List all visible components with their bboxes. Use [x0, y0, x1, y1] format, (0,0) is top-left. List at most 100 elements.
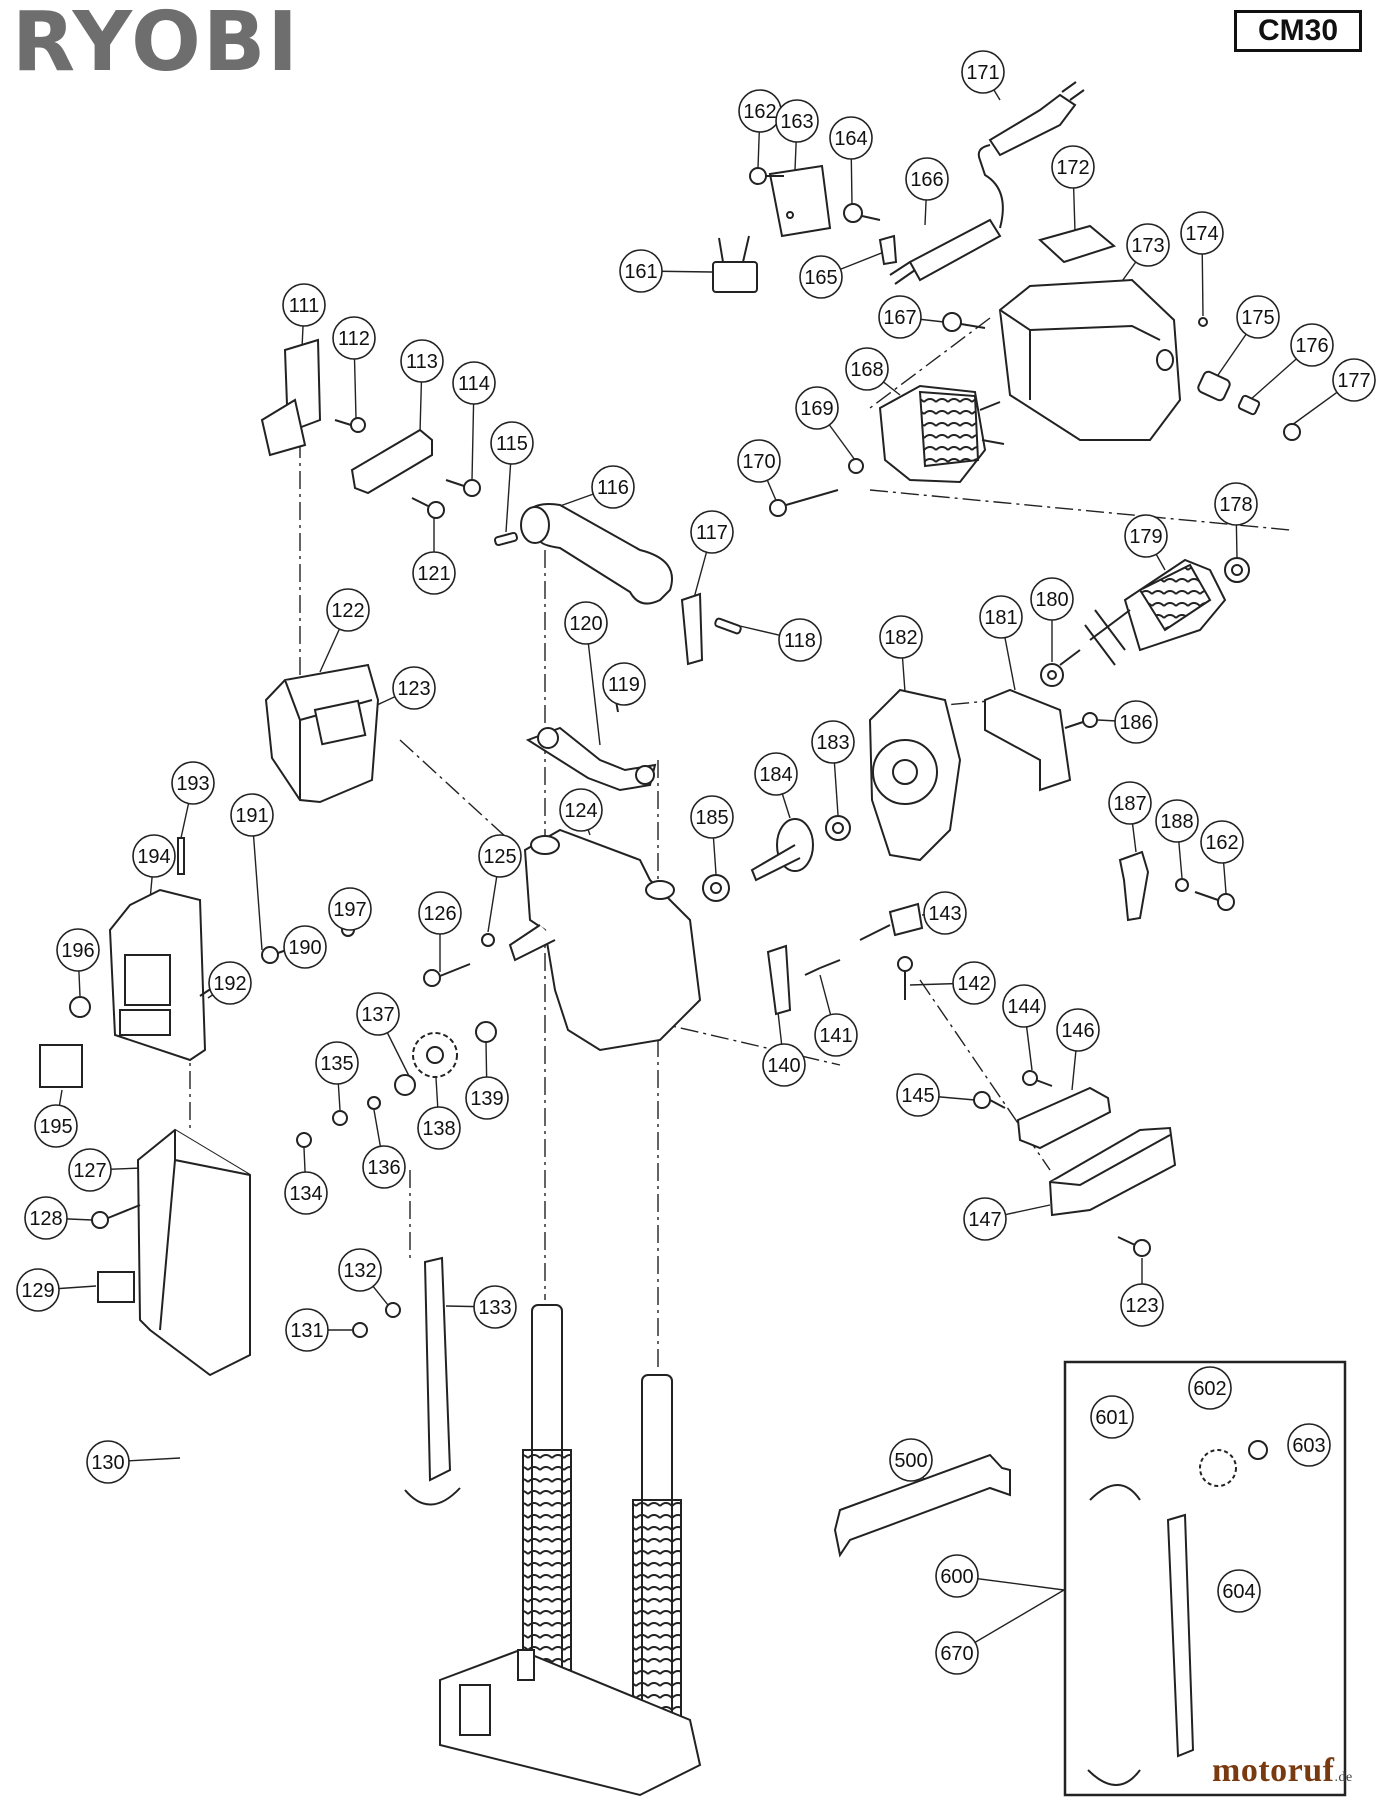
callout-circle [1287, 1423, 1331, 1467]
switch-box-part [264, 663, 380, 804]
callout-circle [1188, 1366, 1232, 1410]
part-number: 170 [742, 451, 775, 473]
callout-circle [879, 615, 923, 659]
part-number: 133 [478, 1297, 511, 1319]
latch-part [1118, 850, 1150, 922]
part-number: 176 [1295, 335, 1328, 357]
assembly-axis-line [399, 739, 521, 851]
callout-circle [935, 1554, 979, 1598]
callout-circle [762, 1043, 806, 1087]
callout-circle [1126, 223, 1170, 267]
callout-circle [878, 295, 922, 339]
part-callout: 136 [362, 1145, 406, 1189]
assembly-axis-line [869, 489, 1291, 531]
bearing-part [825, 815, 851, 841]
part-callout: 181 [979, 595, 1023, 639]
part-drawings [39, 81, 1347, 1797]
part-number: 122 [331, 600, 364, 622]
knob-part [69, 996, 91, 1018]
callout-circle [1056, 1008, 1100, 1052]
part-number: 112 [338, 328, 370, 350]
part-number: 178 [1219, 494, 1252, 516]
callout-circle [328, 887, 372, 931]
part-callout: 187 [1108, 781, 1152, 825]
callout-circle [24, 1196, 68, 1240]
callout-circle [602, 662, 646, 706]
part-callout: 133 [473, 1285, 517, 1329]
part-callout: 129 [16, 1268, 60, 1312]
part-number: 500 [894, 1450, 927, 1472]
part-callout: 167 [878, 295, 922, 339]
part-number: 187 [1113, 793, 1146, 815]
part-callout: 119 [602, 662, 646, 706]
part-number: 162 [1205, 832, 1238, 854]
bearing-part [702, 874, 730, 902]
part-callout: 123 [1120, 1283, 1164, 1327]
part-number: 147 [968, 1209, 1001, 1231]
callout-circle [400, 339, 444, 383]
part-number: 134 [289, 1183, 322, 1205]
part-number: 136 [367, 1157, 400, 1179]
part-callout: 601 [1090, 1395, 1134, 1439]
callout-circle [282, 283, 326, 327]
part-number: 190 [288, 937, 321, 959]
part-callout: 185 [690, 795, 734, 839]
part-number: 115 [496, 433, 528, 455]
part-number: 603 [1292, 1435, 1325, 1457]
part-callout: 117 [690, 510, 734, 554]
part-callout: 137 [356, 992, 400, 1036]
part-callout: 118 [778, 618, 822, 662]
part-callout: 146 [1056, 1008, 1100, 1052]
part-callout: 174 [1180, 211, 1224, 255]
label-part [1037, 224, 1117, 264]
wrench-part [833, 1453, 1011, 1558]
part-callout: 179 [1124, 514, 1168, 558]
part-number: 164 [834, 128, 867, 150]
callout-circle [1051, 145, 1095, 189]
callout-circle [452, 361, 496, 405]
callout-circle [952, 961, 996, 1005]
gear-part [1199, 1449, 1237, 1487]
callout-circle [961, 50, 1005, 94]
part-callout: 190 [283, 925, 327, 969]
part-number: 194 [137, 846, 170, 868]
part-number: 165 [804, 267, 837, 289]
part-number: 146 [1061, 1020, 1094, 1042]
part-callout: 176 [1290, 323, 1334, 367]
screw-part [334, 417, 366, 433]
callout-circle [737, 439, 781, 483]
part-number: 167 [883, 307, 916, 329]
callout-circle [1217, 1569, 1261, 1613]
part-number: 123 [1125, 1295, 1158, 1317]
nut-part [352, 1322, 368, 1338]
callout-circle [283, 925, 327, 969]
part-number: 163 [780, 111, 813, 133]
part-number: 119 [608, 674, 640, 696]
nut-part [481, 933, 495, 947]
part-number: 145 [901, 1085, 934, 1107]
gear-part [412, 1032, 458, 1078]
callout-circle [68, 1148, 112, 1192]
callout-circle [1108, 781, 1152, 825]
part-callout: 121 [412, 551, 456, 595]
callout-circle [591, 465, 635, 509]
callout-circle [34, 1104, 78, 1148]
part-callout: 134 [284, 1171, 328, 1215]
bearing-part [1224, 557, 1250, 583]
watermark-name: motoruf [1212, 1752, 1335, 1789]
bushing-part [1248, 1440, 1268, 1460]
part-number: 138 [422, 1118, 455, 1140]
pin-part [714, 617, 742, 635]
callout-circle [171, 761, 215, 805]
base-block-part [1048, 1126, 1177, 1217]
callout-circle [1120, 1283, 1164, 1327]
watermark-tld: .de [1334, 1770, 1353, 1785]
part-number: 600 [940, 1566, 973, 1588]
part-callout: 130 [86, 1440, 130, 1484]
part-number: 114 [458, 373, 490, 395]
clamp-part [859, 902, 924, 941]
part-callout: 603 [1287, 1423, 1331, 1467]
part-callout: 144 [1002, 984, 1046, 1028]
part-number: 173 [1131, 235, 1164, 257]
part-number: 188 [1160, 811, 1193, 833]
